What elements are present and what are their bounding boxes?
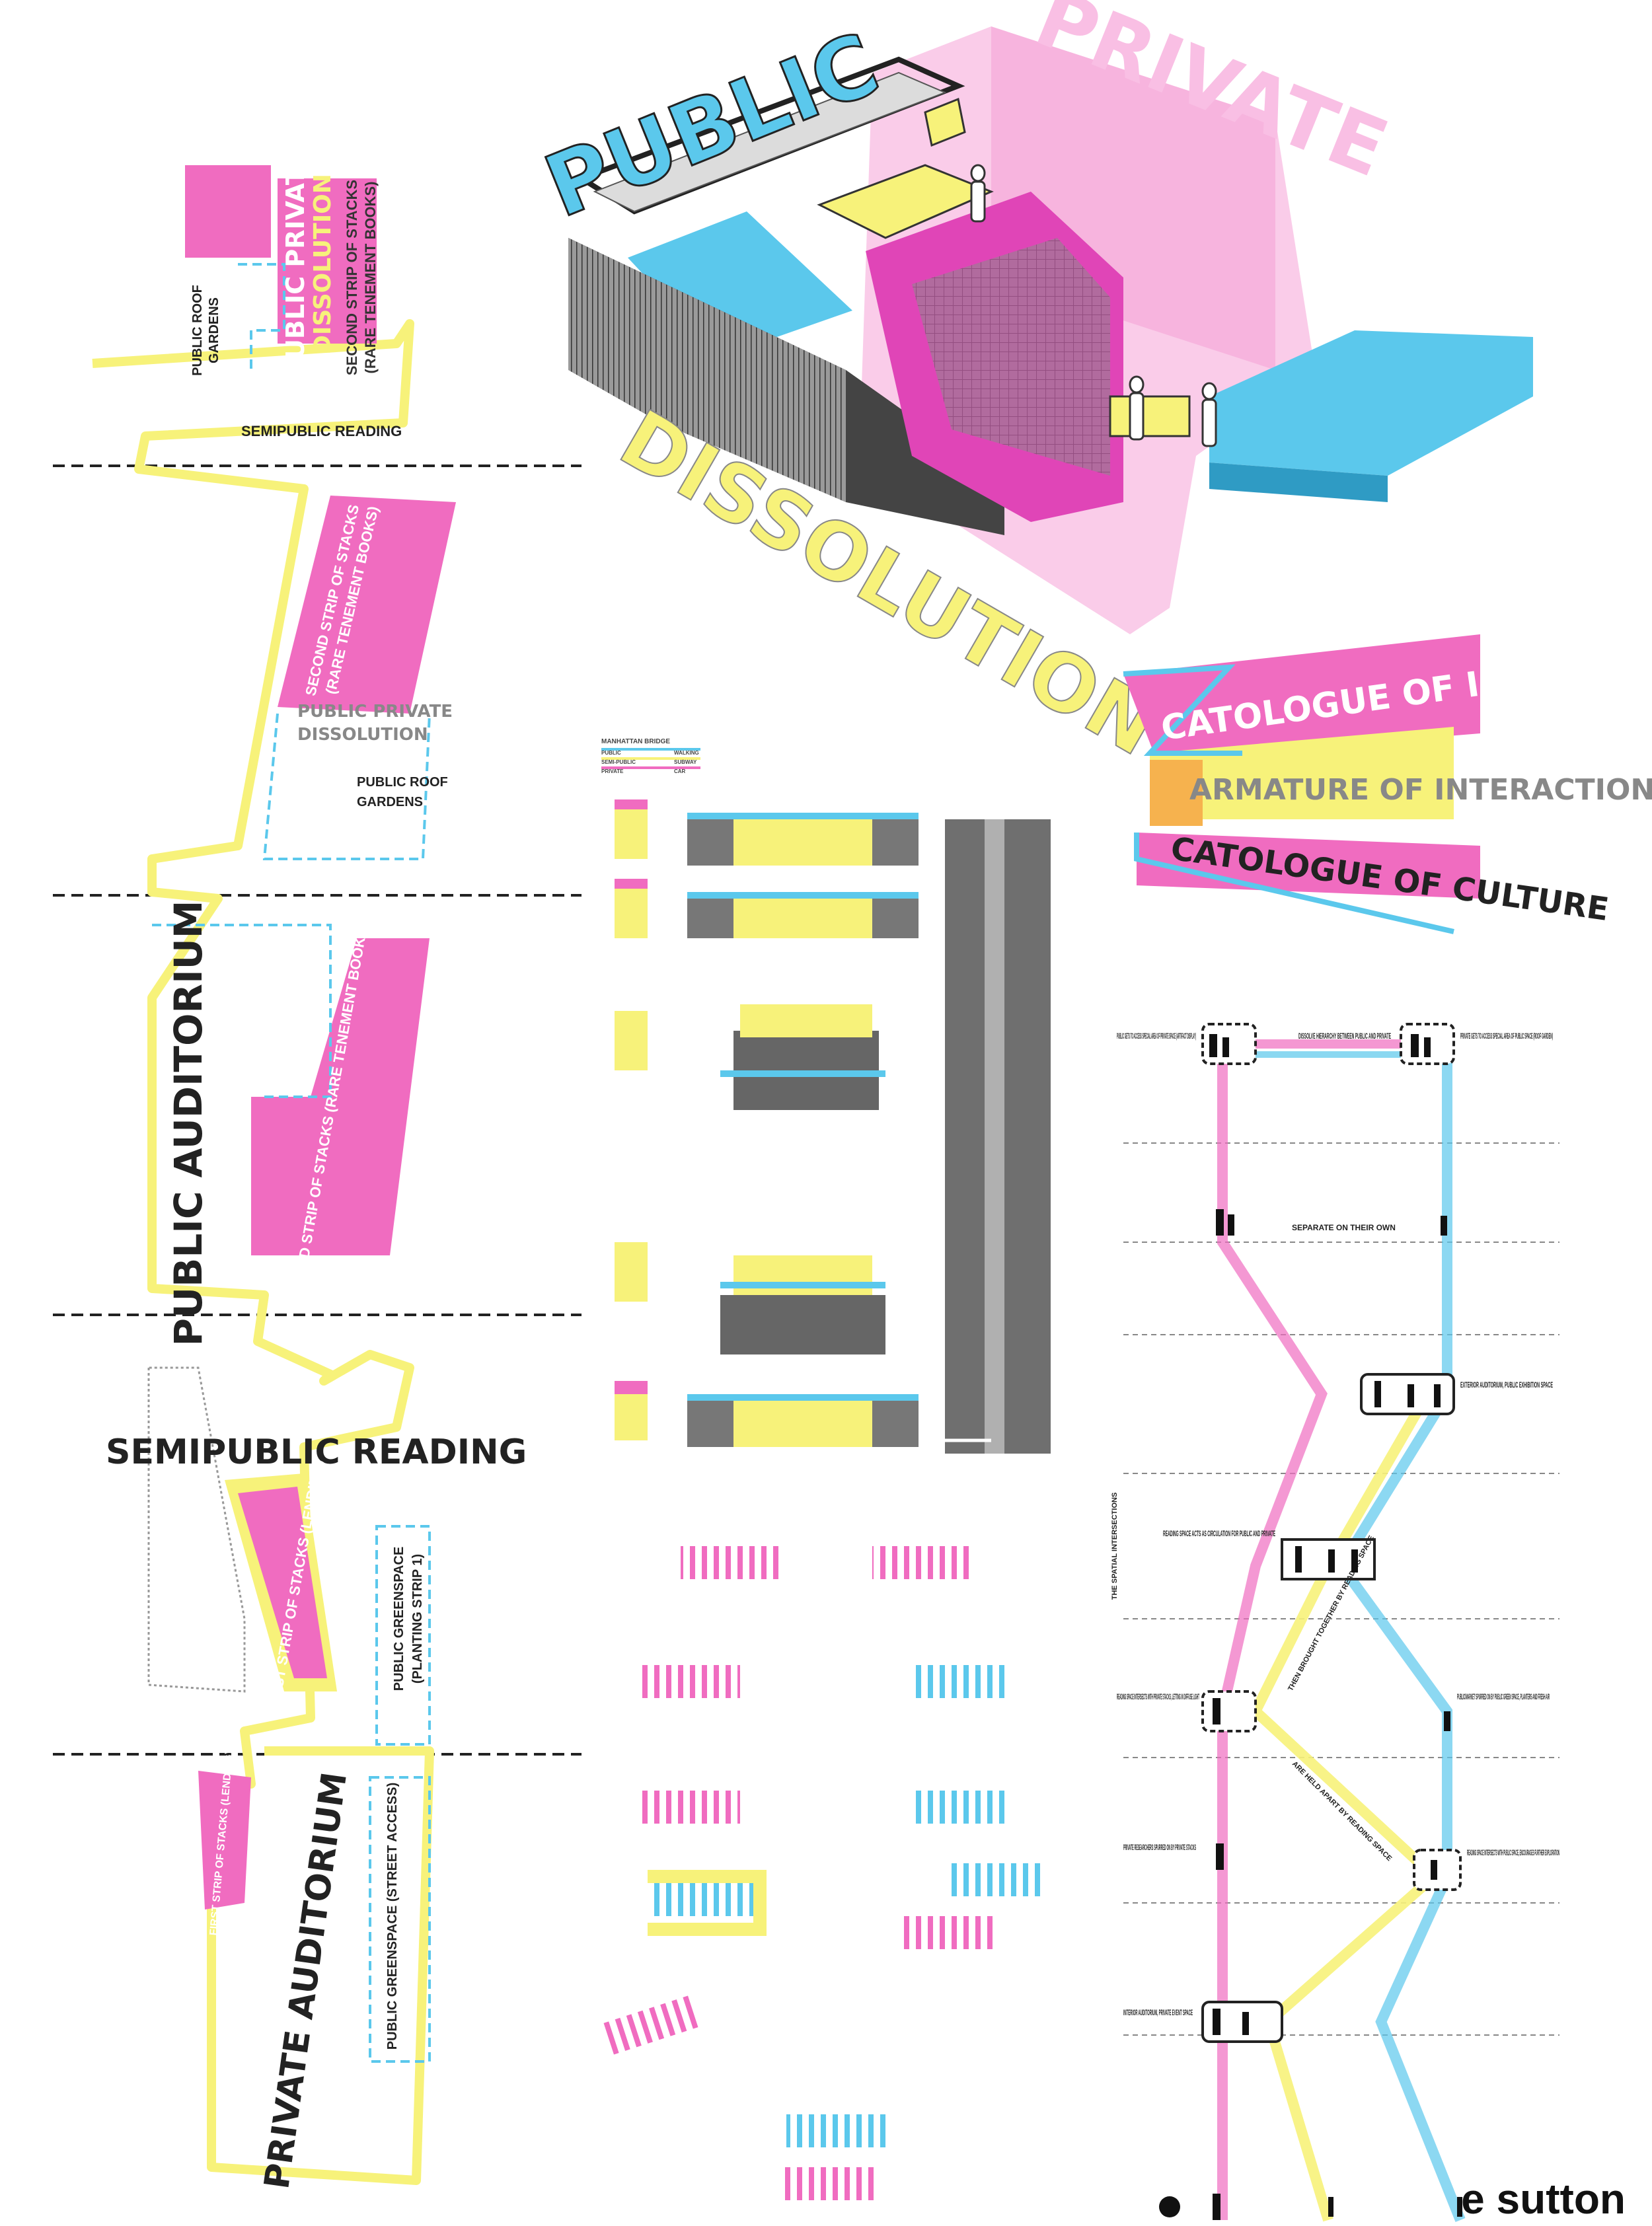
legend-row-3b: CAR: [674, 768, 686, 774]
txt-top-left: PUBLIC GETS TO ACCESS SPECIAL AREA OF PR…: [1117, 1031, 1196, 1041]
sec4-semipublic: SEMIPUBLIC READING: [106, 1432, 527, 1472]
legend-row-3a: PRIVATE: [601, 768, 624, 774]
sec2-roof-2: GARDENS: [357, 795, 423, 809]
txt-top-mid: DISSOLVE HIERARCHY BETWEEN PUBLIC AND PR…: [1298, 1031, 1391, 1041]
txt-reading-circ: READING SPACE ACTS AS CIRCULATION FOR PU…: [1163, 1529, 1275, 1538]
legend-row-1a: PUBLIC: [601, 750, 621, 756]
legend-row-2a: SEMI-PUBLIC: [601, 759, 636, 765]
sec4-green-1: PUBLIC GREENSPACE: [392, 1547, 406, 1691]
sec1-public-private: PUBLIC PRIVATE: [281, 151, 310, 378]
sec1-roof-1: PUBLIC ROOF: [190, 285, 205, 376]
catalogue-graphic: CATOLOGUE OF INFORMATION ARMATURE OF INT…: [1123, 628, 1652, 934]
sec5-green-street: PUBLIC GREENSPACE (STREET ACCESS): [385, 1783, 400, 2050]
stripe-motifs: [598, 1546, 1044, 2200]
txt-researchers: PRIVATE RESEARCHERS SPURRED ON BY PRIVAT…: [1123, 1843, 1196, 1852]
txt-market: PUBLIC/MARKET SPURRED ON BY PUBLIC GREEN…: [1457, 1692, 1550, 1701]
txt-exterior: EXTERIOR AUDITORIUM, PUBLIC EXHIBITION S…: [1460, 1380, 1553, 1390]
legend-row-1b: WALKING: [674, 750, 699, 756]
txt-top-right: PRIVATE GETS TO ACCESS SPECIAL AREA OF P…: [1460, 1031, 1553, 1041]
sec1-dissolution: DISSOLUTION: [309, 174, 336, 355]
sec2-public-private: PUBLIC PRIVATE: [297, 702, 453, 722]
sec1-stacks-2: (RARE TENEMENT BOOKS): [362, 182, 379, 374]
txt-reading-private: READING SPACE INTERSECTS WITH PRIVATE ST…: [1117, 1692, 1199, 1701]
armature: ARMATURE OF INTERACTION: [1189, 773, 1652, 807]
left-strip: PUBLIC PRIVATE DISSOLUTION SECOND STRIP …: [53, 151, 582, 2192]
legend-title: MANHATTAN BRIDGE: [601, 738, 670, 745]
legend: PUBLIC WALKING SEMI-PUBLIC SUBWAY PRIVAT…: [601, 748, 700, 774]
sec2-dissolution: DISSOLUTION: [297, 725, 428, 745]
sec3-public-auditorium: PUBLIC AUDITORIUM: [166, 901, 211, 1347]
person-icons: [1159, 1034, 1462, 2220]
sec1-roof-2: GARDENS: [207, 297, 221, 363]
sec1-stacks-1: SECOND STRIP OF STACKS: [344, 180, 360, 375]
author-signature: e sutton: [1461, 2175, 1626, 2223]
txt-separate: SEPARATE ON THEIR OWN: [1292, 1223, 1396, 1232]
bridge-sections: MANHATTAN BRIDGE PUBLIC WALKING SEMI-PUB…: [601, 738, 1051, 1454]
sec1-semipublic: SEMIPUBLIC READING: [241, 423, 402, 439]
legend-row-2b: SUBWAY: [674, 759, 697, 765]
sec4-green-2: (PLANTING STRIP 1): [410, 1554, 425, 1684]
sec2-roof-1: PUBLIC ROOF: [357, 775, 448, 790]
txt-interior: INTERIOR AUDITORIUM, PRIVATE EVENT SPACE: [1123, 2008, 1193, 2017]
txt-vertical-title: THE SPATIAL INTERSECTIONS: [1111, 1493, 1119, 1600]
txt-held-apart: ARE HELD APART BY READING SPACE: [1291, 1760, 1394, 1863]
sec5-private-auditorium: PRIVATE AUDITORIUM: [257, 1770, 355, 2192]
intersections-diagram: PUBLIC GETS TO ACCESS SPECIAL AREA OF PR…: [1111, 1023, 1559, 2222]
txt-reading-public: READING SPACE INTERSECTS WITH PUBLIC SPA…: [1467, 1848, 1559, 1857]
